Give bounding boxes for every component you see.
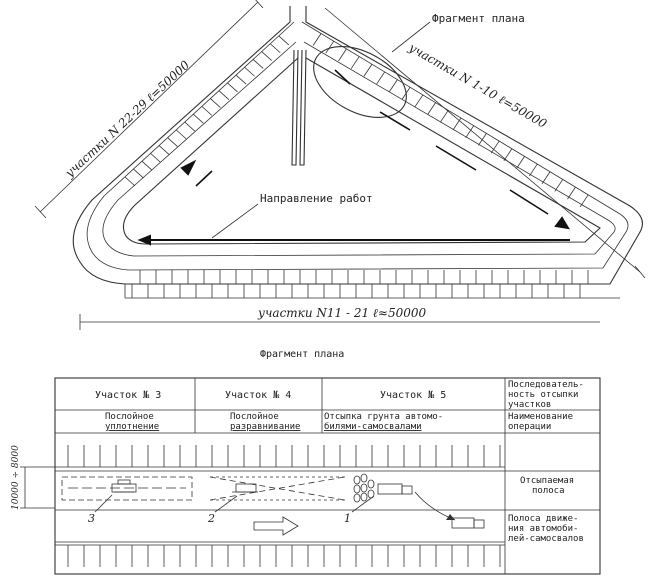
tick-mark [269,43,281,54]
operation-leveling-2: разравнивание [230,422,300,432]
tick-mark [150,153,161,163]
bottom-side-label: участки N11 - 21 ℓ≈50000 [257,306,427,320]
tick-mark [363,64,373,77]
direction-label: Направление работ [260,192,373,205]
tick-mark [478,133,487,146]
tick-mark [261,51,272,61]
bottom-dimension-line [79,314,600,330]
strip-label-2: полоса [532,486,565,496]
tick-mark [490,140,500,154]
header-sector-4: Участок № 4 [225,390,291,401]
tick-mark [210,98,221,108]
tick-mark [124,176,136,187]
tick-mark [184,121,196,132]
tick-mark [325,40,335,54]
tick-mark [465,125,475,138]
tick-mark [439,110,449,123]
tick-mark [427,102,436,115]
lane-label-3: лей-самосвалов [508,534,584,544]
header-sequence-line-3: участков [508,400,551,410]
callout-2: 2 [207,512,215,525]
right-side-label: участки N 1-10 ℓ=50000 [406,40,550,131]
roller-compaction [61,476,193,501]
strip-label-1: Отсыпаемая [520,476,574,486]
operation-dumping-1: Отсыпка грунта автомо- [324,412,443,422]
tick-mark [567,186,576,200]
operation-header-1: Наименование [508,412,573,422]
fragment-ellipse [313,46,407,118]
fragment-caption: Фрагмент плана [260,349,344,360]
operation-dumping-2: билями-самосвалами [324,421,422,432]
tick-mark [389,79,398,92]
tick-mark [167,137,178,148]
dump-truck-leaving [451,517,485,529]
tick-mark [201,106,213,116]
tick-mark [133,168,144,179]
tick-mark [350,56,360,69]
tick-mark [414,94,424,108]
tick-mark [312,33,322,46]
tick-mark [193,113,204,124]
right-dimension-line [324,7,646,279]
tick-mark [579,194,589,208]
tick-mark [244,66,255,77]
movement-arrow [253,516,299,536]
upper-strip-ticks [67,445,501,467]
tick-mark [528,163,538,177]
operation-compaction-2: уплотнение [105,422,159,432]
operation-header-2: операции [508,422,551,432]
tick-mark [218,90,230,101]
header-sequence-line-2: ность отсыпки [508,390,578,400]
tick-mark [158,145,170,155]
width-dimension-label: 10000 ÷ 8000 [11,445,21,510]
width-dimension [20,466,55,509]
tick-mark [516,156,525,169]
callout-3: 3 [88,512,95,525]
operation-leveling-1: Послойное [230,412,279,422]
lane-label-1: Полоса движе- [508,514,578,524]
fragment-label: Фрагмент плана [432,12,525,25]
tick-mark [141,160,153,171]
tick-mark [503,148,513,161]
lane-label-2: ния автомоби- [508,523,578,534]
leveling-area [209,476,346,501]
bottom-ticks [131,270,589,298]
left-dimension-line [34,0,264,219]
tick-mark [252,59,264,69]
callout-1: 1 [344,512,351,525]
header-sector-5: Участок № 5 [380,390,446,401]
site-plan: участки N 22-29 ℓ=50000 участки N 1-10 ℓ… [34,0,646,330]
tick-mark [376,71,386,85]
tick-mark [175,129,187,140]
right-ticks [312,33,589,208]
tick-mark [235,74,247,85]
lower-strip-ticks [67,545,501,567]
embankment-outline [72,6,643,299]
dump-truck-unloading [377,483,413,495]
left-side-label: участки N 22-29 ℓ=50000 [62,58,193,181]
tick-mark [278,35,290,46]
header-sequence-line-1: Последователь- [508,380,584,390]
tick-mark [452,117,462,131]
header-sector-3: Участок № 3 [95,390,161,401]
tick-mark [541,171,551,184]
direction-arrows [137,69,570,246]
tick-mark [554,179,564,192]
tick-mark [227,82,238,93]
tick-mark [338,48,347,62]
fragment-table: Участок № 3 Участок № 4 Участок № 5 Посл… [11,377,601,575]
soil-piles [353,473,375,503]
left-ticks [124,35,290,187]
operation-compaction-1: Послойное [105,412,154,422]
